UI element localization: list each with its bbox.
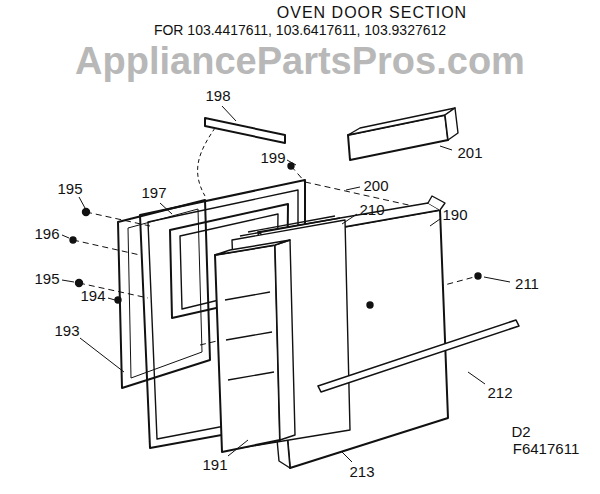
callout-number: 201 — [457, 145, 482, 162]
leader-line — [346, 187, 360, 190]
leader-line — [342, 214, 357, 224]
rail-body — [205, 118, 285, 143]
screw — [76, 280, 83, 287]
callout-number: 190 — [442, 207, 467, 224]
rail-path — [198, 128, 215, 196]
leader-line — [430, 219, 440, 226]
washer — [70, 237, 76, 243]
callout-number: 196 — [34, 226, 59, 243]
callout-number: 195 — [57, 181, 82, 198]
callout-number: 199 — [260, 150, 285, 167]
diagram-code: D2 — [511, 424, 530, 441]
leader-lines — [62, 106, 510, 462]
callout-number: 197 — [141, 185, 166, 202]
leader-line — [222, 106, 236, 121]
top-rail — [198, 118, 285, 196]
leader-line — [108, 298, 115, 300]
callout-number: 193 — [54, 323, 79, 340]
panel-tab — [428, 196, 445, 210]
door-gasket — [118, 200, 210, 388]
screw — [367, 302, 373, 308]
callout-number: 210 — [359, 202, 384, 219]
pack-side — [275, 240, 295, 440]
leader-line — [484, 277, 510, 282]
section-title: OVEN DOOR SECTION — [277, 4, 467, 22]
leader-line — [468, 372, 485, 384]
callout-number: 213 — [349, 464, 374, 481]
callout-number: 194 — [80, 288, 105, 305]
pack-stripe — [240, 218, 340, 236]
leader-line — [160, 203, 172, 214]
gasket-outline — [128, 209, 202, 378]
model-line: FOR 103.4417611, 103.6417611, 103.932761… — [154, 23, 446, 38]
door-handle — [348, 108, 458, 160]
callout-number: 212 — [487, 385, 512, 402]
pack-face — [215, 245, 280, 452]
leader-line — [228, 440, 248, 456]
pack-stripe — [248, 216, 335, 232]
watermark: AppliancePartsPros.com — [75, 41, 525, 83]
diagram-code: F6417611 — [513, 441, 579, 458]
leader-line — [287, 160, 296, 165]
handle-end — [445, 108, 458, 140]
leader-line — [62, 280, 74, 282]
leader-line — [342, 452, 352, 462]
screws — [70, 163, 481, 308]
callout-number: 191 — [202, 457, 227, 474]
gasket-outline — [118, 200, 210, 388]
handle-top — [348, 108, 455, 135]
rod-body — [318, 320, 519, 392]
trim-rod — [318, 320, 519, 392]
clip — [115, 297, 121, 303]
axis-line — [73, 240, 140, 255]
leader-line — [79, 197, 85, 208]
leader-line — [62, 235, 69, 238]
screw — [475, 273, 481, 279]
callout-number: 200 — [363, 178, 388, 195]
callout-number: 198 — [205, 88, 230, 105]
callout-number: 211 — [515, 276, 539, 293]
leader-line — [440, 146, 452, 150]
callout-number: 195 — [34, 271, 59, 288]
pack-top — [215, 240, 290, 255]
screw — [83, 209, 90, 216]
leader-line — [80, 338, 124, 372]
glass-insulation-pack — [215, 216, 350, 452]
pack-stripe — [225, 292, 274, 380]
